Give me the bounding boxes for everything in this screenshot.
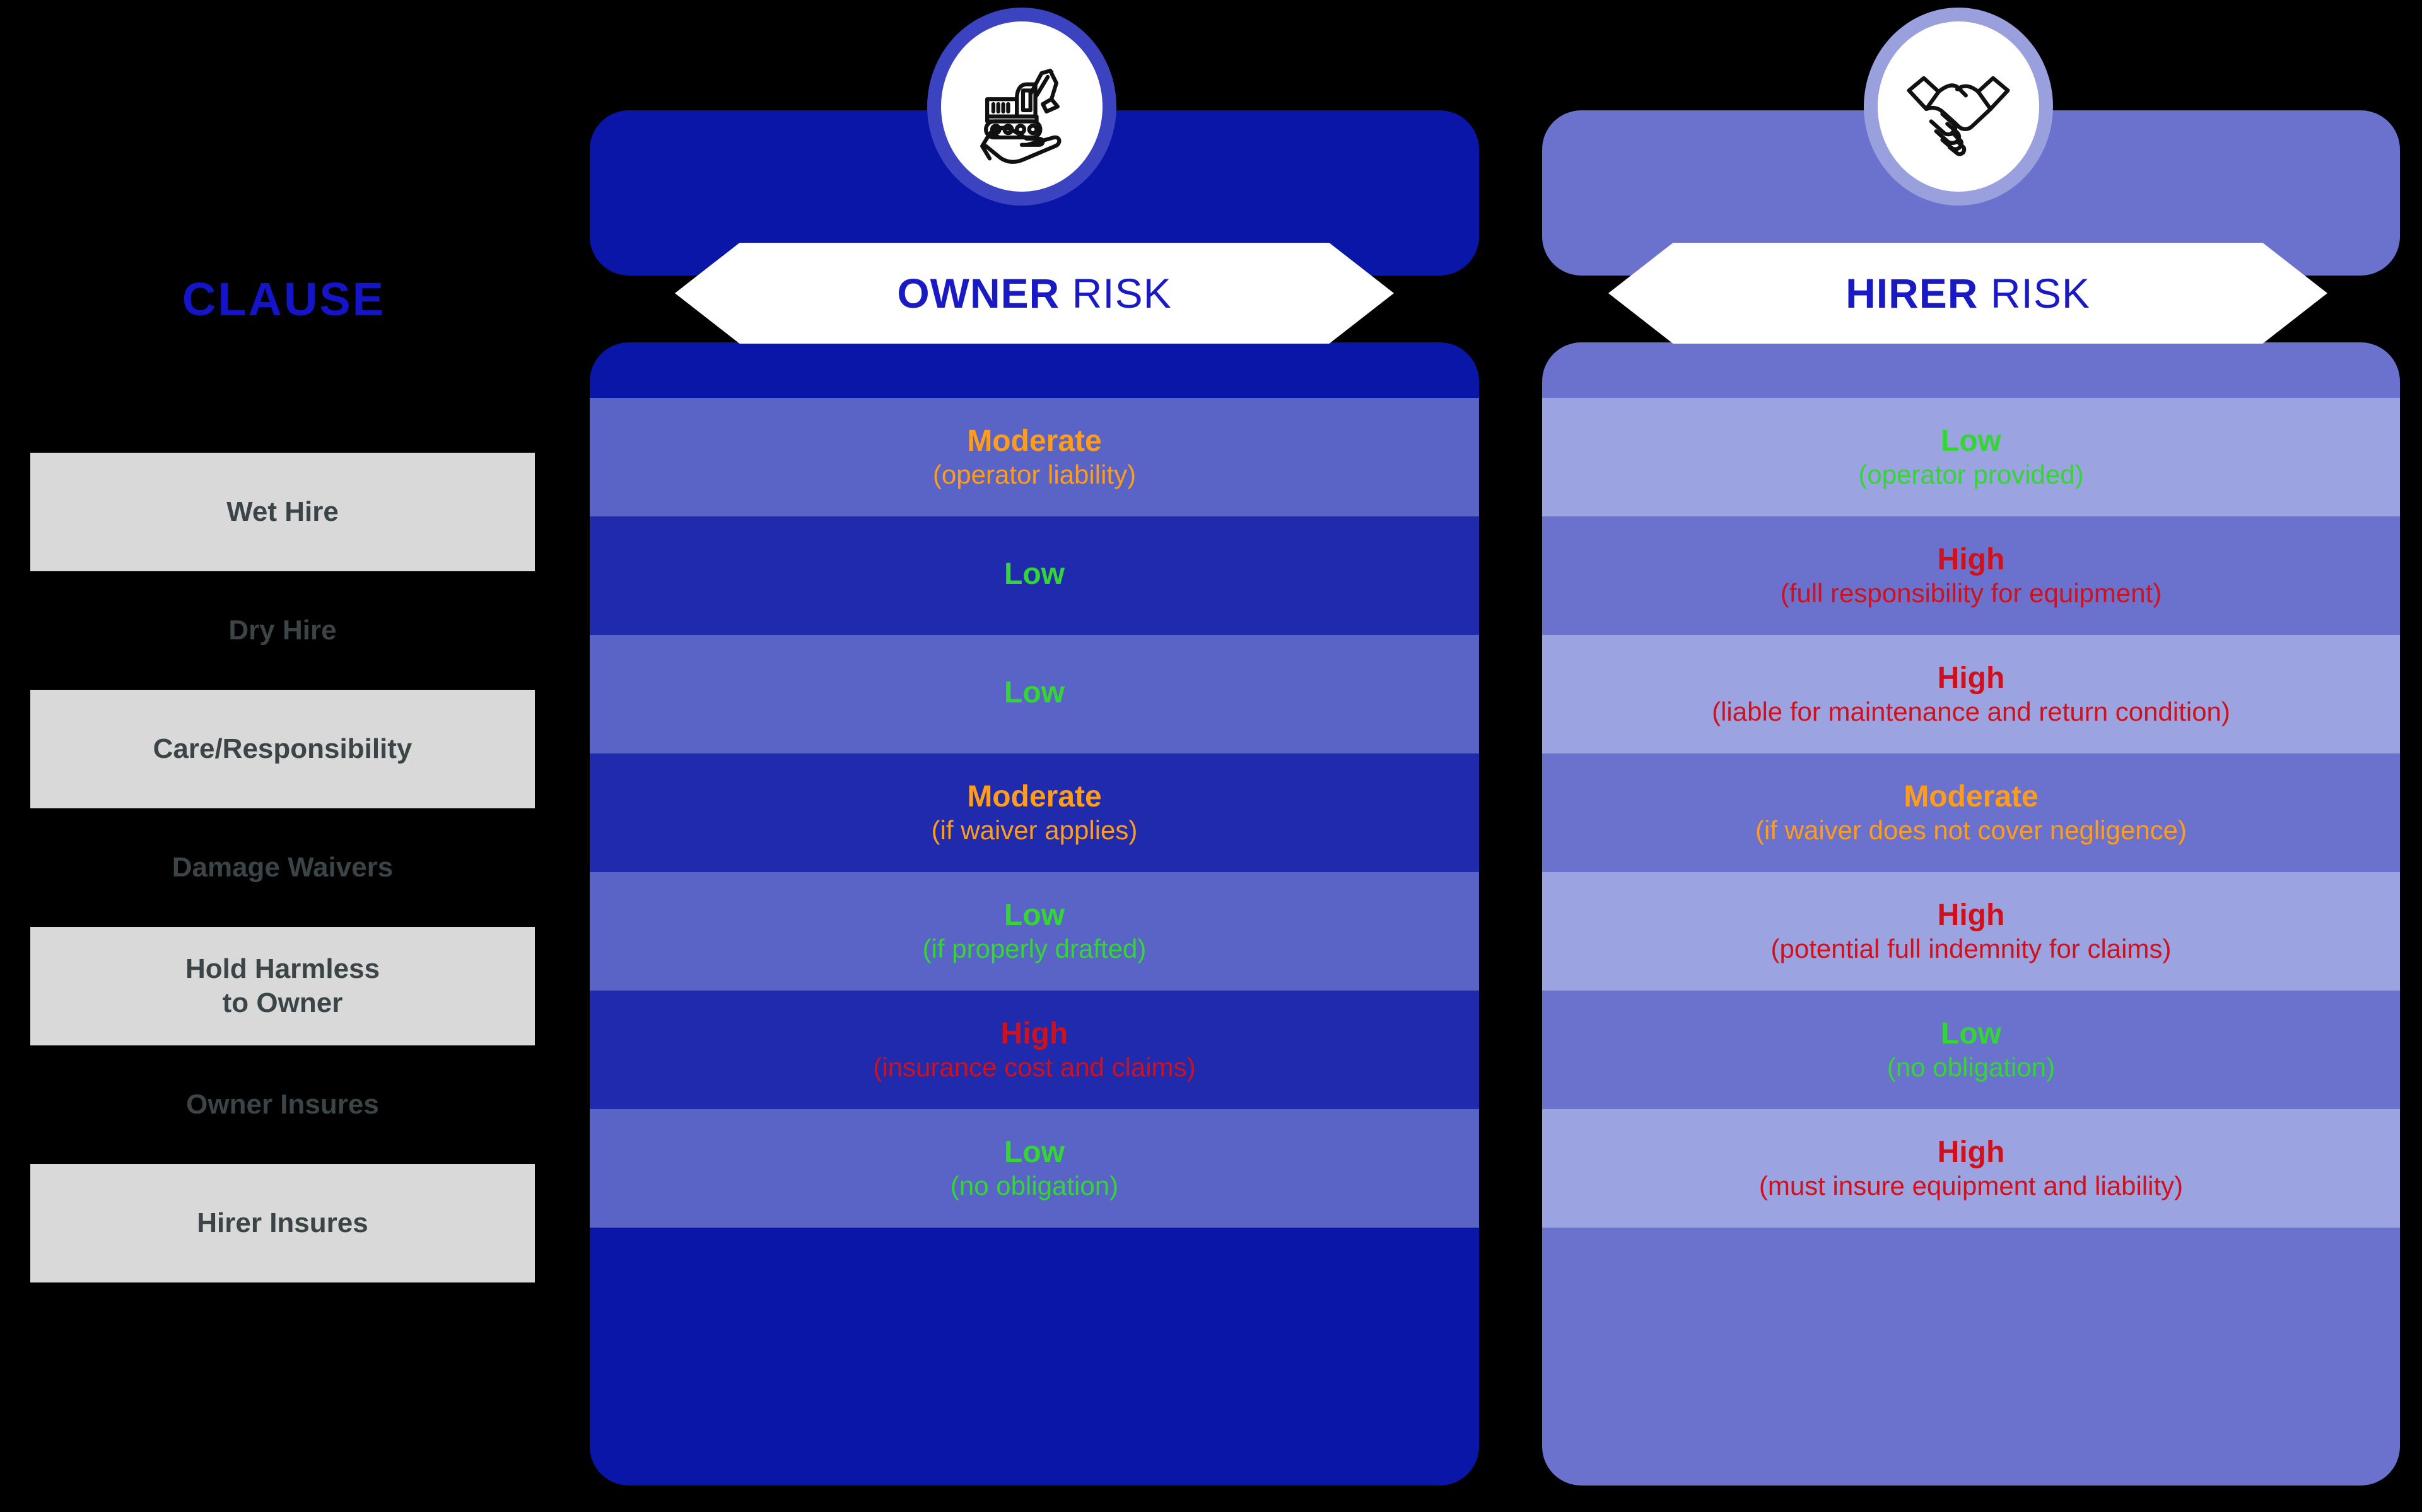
hirer-row-hirer-insures[interactable]: High (must insure equipment and liabilit… [1542,1109,2400,1228]
hirer-rows: Low (operator provided) High (full respo… [1542,398,2400,1228]
risk-note: (no obligation) [1887,1052,2056,1082]
risk-level: Moderate [967,779,1102,813]
risk-level: Low [1004,898,1065,932]
clause-item-dry-hire[interactable]: Dry Hire [30,571,535,690]
risk-level: High [1937,898,2005,932]
clause-item-label: Hirer Insures [197,1207,368,1239]
hirer-risk-banner-text: HIRER RISK [1846,272,2090,314]
owner-risk-banner-text: OWNER RISK [897,272,1171,314]
excavator-on-hand-icon [927,8,1116,206]
risk-note: (operator provided) [1858,459,2084,489]
clause-item-wet-hire[interactable]: Wet Hire [30,453,535,571]
clause-item-damage-waivers[interactable]: Damage Waivers [30,808,535,927]
risk-level: Moderate [967,424,1102,458]
risk-note: (if properly drafted) [922,933,1147,963]
risk-note: (if waiver does not cover negligence) [1755,815,2187,845]
hirer-row-damage-waivers[interactable]: Moderate (if waiver does not cover negli… [1542,753,2400,872]
excavator-on-hand-glyph [980,69,1062,164]
owner-row-wet-hire[interactable]: Moderate (operator liability) [590,398,1479,516]
risk-level: Low [1004,557,1065,591]
hirer-row-care-responsibility[interactable]: High (liable for maintenance and return … [1542,635,2400,753]
clause-item-care-responsibility[interactable]: Care/Responsibility [30,690,535,808]
hirer-row-hold-harmless[interactable]: High (potential full indemnity for claim… [1542,872,2400,991]
risk-level: Low [1941,1016,2001,1050]
risk-note: (insurance cost and claims) [873,1052,1196,1082]
owner-row-owner-insures[interactable]: High (insurance cost and claims) [590,991,1479,1109]
risk-note: (potential full indemnity for claims) [1770,933,2172,963]
hirer-row-dry-hire[interactable]: High (full responsibility for equipment) [1542,516,2400,635]
risk-level: High [1000,1016,1068,1050]
banner-strong: OWNER [897,270,1060,317]
hirer-risk-column: Low (operator provided) High (full respo… [1520,0,2422,1512]
clause-item-hirer-insures[interactable]: Hirer Insures [30,1164,535,1282]
banner-rest: RISK [1060,270,1172,317]
owner-risk-column: Moderate (operator liability) Low Low Mo… [568,0,1501,1512]
risk-level: High [1937,661,2005,695]
owner-risk-banner: OWNER RISK [675,243,1394,344]
clause-item-label: Wet Hire [226,496,339,528]
hirer-card-body: Low (operator provided) High (full respo… [1542,342,2400,1486]
risk-note: (full responsibility for equipment) [1780,578,2162,608]
banner-strong: HIRER [1846,270,1979,317]
risk-note: (liable for maintenance and return condi… [1712,696,2230,726]
hirer-risk-banner: HIRER RISK [1608,243,2327,344]
risk-note: (no obligation) [950,1170,1119,1201]
clause-item-label: Care/Responsibility [153,733,412,765]
risk-level: Moderate [1904,779,2039,813]
handshake-glyph [1907,76,2010,156]
owner-row-care-responsibility[interactable]: Low [590,635,1479,753]
clause-item-label: Dry Hire [228,615,337,646]
clause-list: Wet Hire Dry Hire Care/Responsibility Da… [30,453,535,1282]
handshake-icon [1864,8,2053,206]
clause-column: CLAUSE Wet Hire Dry Hire Care/Responsibi… [0,240,568,1469]
risk-note: (must insure equipment and liability) [1758,1170,2184,1201]
owner-row-dry-hire[interactable]: Low [590,516,1479,635]
hirer-row-owner-insures[interactable]: Low (no obligation) [1542,991,2400,1109]
risk-level: High [1937,1135,2005,1169]
owner-card-body: Moderate (operator liability) Low Low Mo… [590,342,1479,1486]
risk-level: Low [1941,424,2001,458]
owner-row-hold-harmless[interactable]: Low (if properly drafted) [590,872,1479,991]
risk-level: High [1937,542,2005,576]
risk-level: Low [1004,1135,1065,1169]
risk-note: (operator liability) [932,459,1137,489]
banner-rest: RISK [1978,270,2090,317]
owner-row-damage-waivers[interactable]: Moderate (if waiver applies) [590,753,1479,872]
clause-item-label: Owner Insures [186,1089,379,1120]
risk-note: (if waiver applies) [931,815,1138,845]
owner-row-hirer-insures[interactable]: Low (no obligation) [590,1109,1479,1228]
risk-level: Low [1004,676,1065,710]
clause-column-title: CLAUSE [182,273,386,325]
hirer-row-wet-hire[interactable]: Low (operator provided) [1542,398,2400,516]
owner-rows: Moderate (operator liability) Low Low Mo… [590,398,1479,1228]
clause-item-owner-insures[interactable]: Owner Insures [30,1045,535,1164]
clause-item-label: Damage Waivers [172,852,394,883]
